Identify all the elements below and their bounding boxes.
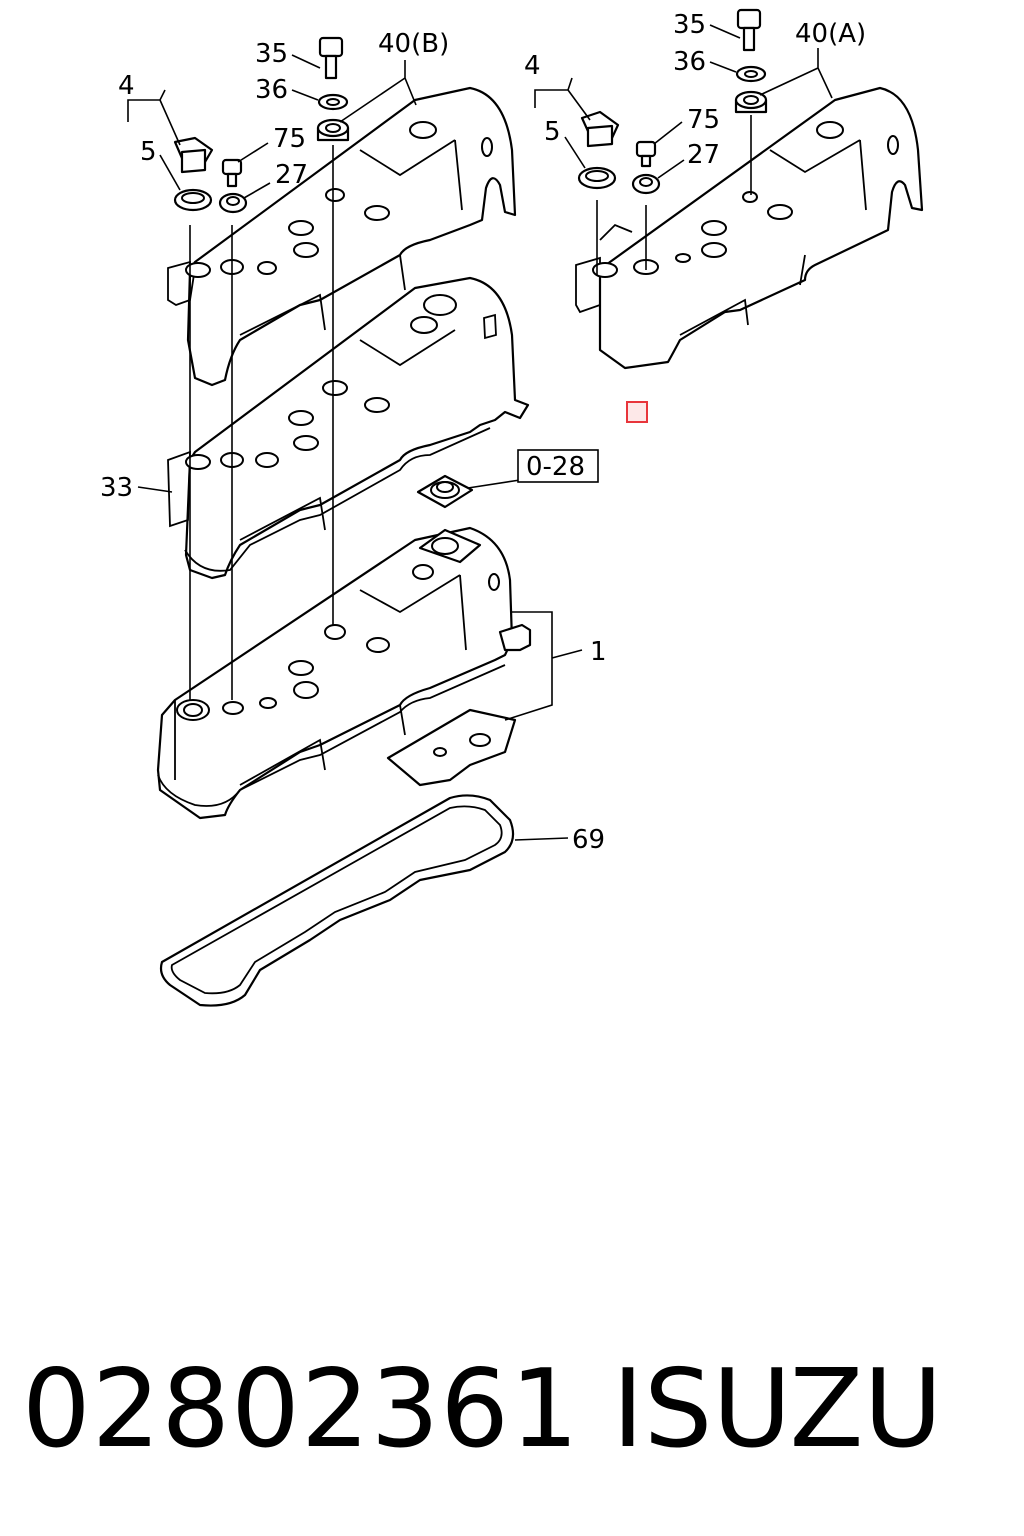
upper-cover-right xyxy=(575,86,924,370)
callout-right-40: 40(A) xyxy=(795,19,866,49)
callout-33: 33 xyxy=(100,473,133,503)
callout-right-36: 36 xyxy=(673,47,706,77)
brand-name: ISUZU xyxy=(612,1347,943,1472)
callout-right-75: 75 xyxy=(687,105,720,135)
washer-36-right xyxy=(735,65,767,83)
callout-left-40: 40(B) xyxy=(378,29,449,59)
callout-69: 69 xyxy=(572,825,605,855)
callout-box-0-28 xyxy=(517,449,599,483)
screw-75-right xyxy=(635,140,657,168)
grommet-40a-right xyxy=(734,90,768,114)
callout-1: 1 xyxy=(590,637,607,667)
gasket-69 xyxy=(159,794,515,1007)
callout-right-27: 27 xyxy=(687,140,720,170)
part-number: 02802361 xyxy=(22,1347,580,1472)
marker-square xyxy=(626,401,648,423)
head-cover-1 xyxy=(156,526,532,820)
oil-filler-cap-4-left xyxy=(173,136,214,174)
footer: 02802361 ISUZU xyxy=(0,1340,1024,1480)
oil-filler-cap-4-right xyxy=(580,110,620,148)
grommet-27-right xyxy=(631,173,661,195)
callout-right-5: 5 xyxy=(544,117,561,147)
callout-left-75: 75 xyxy=(273,124,306,154)
callout-left-4: 4 xyxy=(118,71,135,101)
callout-left-36: 36 xyxy=(255,75,288,105)
callout-right-35: 35 xyxy=(673,10,706,40)
washer-36-left xyxy=(317,93,349,111)
callout-left-5: 5 xyxy=(140,137,157,167)
callout-right-4: 4 xyxy=(524,51,541,81)
callout-left-35: 35 xyxy=(255,39,288,69)
alignment-lines-right xyxy=(596,115,752,275)
callout-0-28: 0-28 xyxy=(526,452,585,482)
alignment-lines-left xyxy=(189,145,334,700)
bolt-35-right xyxy=(736,8,762,52)
leader-lines xyxy=(127,24,833,841)
callout-left-27: 27 xyxy=(275,160,308,190)
grommet-40b-left xyxy=(316,118,350,142)
o-ring-5-left xyxy=(173,188,213,212)
upper-cover-left xyxy=(167,86,517,387)
screw-75-left xyxy=(221,158,243,188)
breather-cap-0-28 xyxy=(416,474,474,509)
gasket-cover-33 xyxy=(167,276,530,580)
bolt-35-left xyxy=(318,36,344,80)
o-ring-5-right xyxy=(577,166,617,190)
grommet-27-left xyxy=(218,192,248,214)
